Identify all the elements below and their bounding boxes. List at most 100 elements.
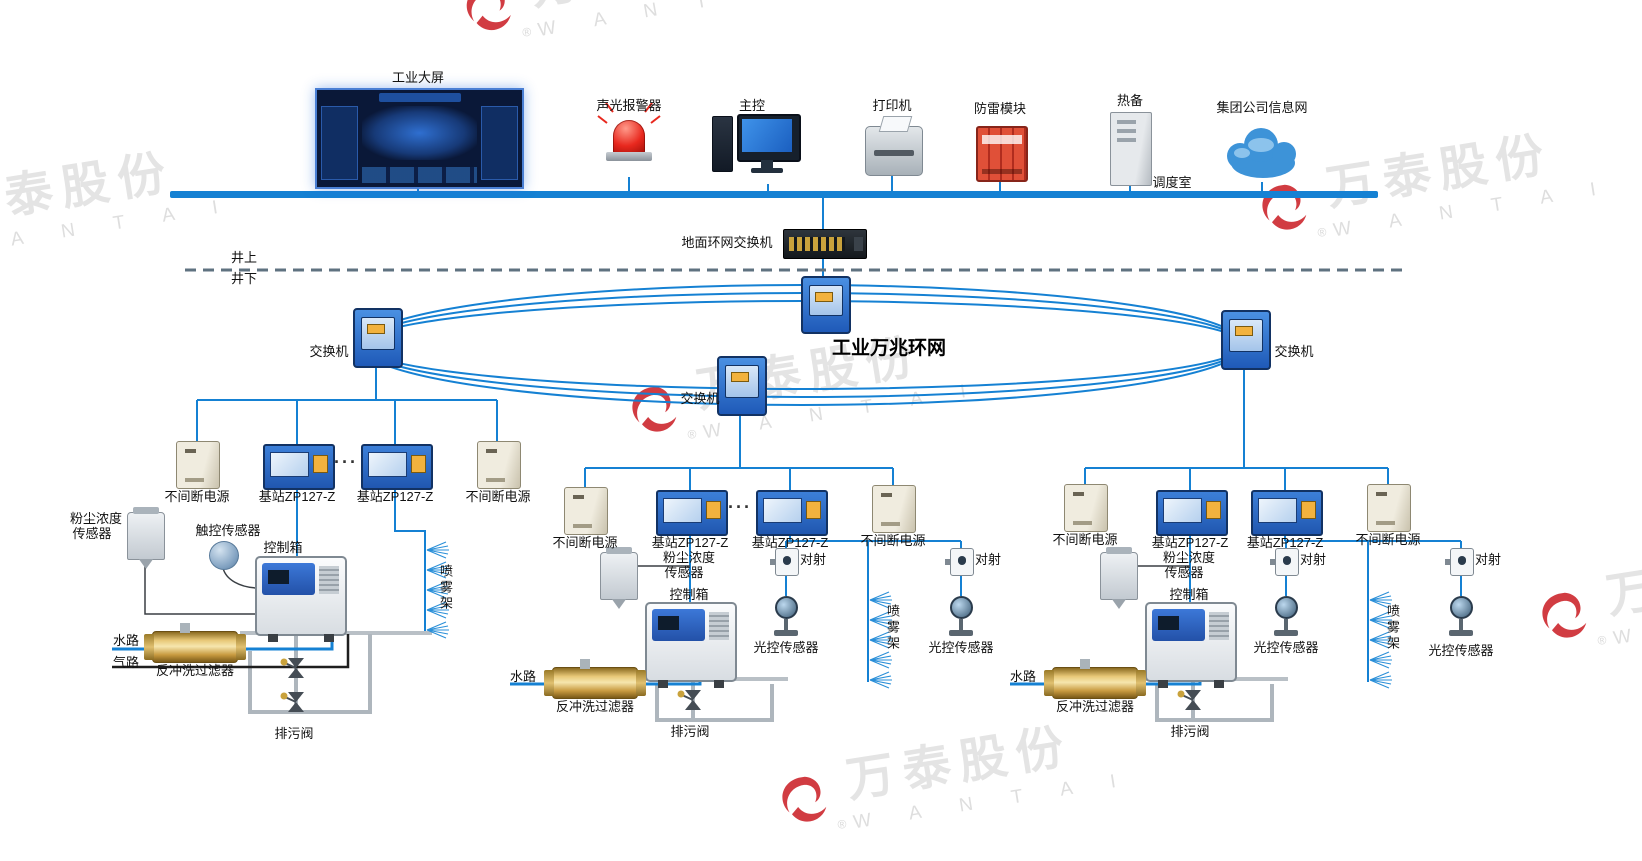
touch-sensor-left (209, 541, 239, 570)
screen-right-panel (481, 106, 518, 181)
screen-world-map (362, 105, 477, 160)
light-control-sensor-right-1 (1270, 596, 1302, 638)
base-station-center-2 (756, 490, 828, 536)
above-ground-label: 井上 (230, 250, 258, 265)
drain-valve-label: 排污阀 (1170, 724, 1210, 739)
control-grill (1209, 611, 1229, 641)
sensor-cables (144, 558, 1190, 615)
control-box-label: 控制箱 (1169, 587, 1209, 602)
alarm-rays (597, 102, 661, 124)
ups-right-2 (1367, 484, 1411, 532)
screen-left-panel (321, 106, 358, 181)
photo-pole (959, 619, 963, 630)
light-control-sensor-right-2 (1445, 596, 1477, 638)
ring-top-switch (801, 276, 851, 334)
screen-header-bar (378, 93, 461, 102)
group-cloud-network (1213, 118, 1313, 184)
ring-left-switch (353, 308, 403, 368)
beam-sensor-label: 对射 (1474, 552, 1502, 567)
base-station-right-2 (1251, 490, 1323, 536)
base-station-right-1 (1156, 490, 1228, 536)
filter-tee (179, 623, 190, 633)
photo-foot (949, 630, 973, 636)
water-line-label: 水路 (509, 669, 537, 684)
filter-label: 反冲洗过滤器 (555, 699, 635, 714)
center-subsystem-wires (584, 412, 962, 682)
ups-label: 不间断电源 (164, 489, 230, 504)
switch-label-center: 交换机 (680, 391, 720, 406)
control-grill (709, 611, 729, 641)
pc-monitor-icon (737, 114, 801, 162)
photo-foot (774, 630, 798, 636)
spray-rack-label: 喷雾架 (884, 604, 900, 652)
drain-valve-icon (676, 689, 702, 711)
ups-right-1 (1064, 484, 1108, 532)
control-grill (319, 565, 339, 595)
base-station-label: 基站ZP127-Z (751, 535, 829, 550)
hot-standby-label: 热备 (1116, 93, 1144, 108)
cloud-label: 集团公司信息网 (1216, 100, 1308, 115)
dispatch-room-label: 调度室 (1152, 175, 1192, 190)
beam-sensor-label: 对射 (974, 552, 1002, 567)
drain-valve-label: 排污阀 (274, 726, 314, 741)
photo-head-icon (774, 596, 798, 619)
photo-pole (784, 619, 788, 630)
beam-sensor-label: 对射 (799, 552, 827, 567)
pc-screen (742, 119, 792, 152)
alarm-base (606, 152, 652, 161)
ups-center-2 (872, 485, 916, 533)
sound-light-alarm (606, 120, 652, 166)
water-line-label: 水路 (1009, 669, 1037, 684)
filter-tee (579, 659, 590, 669)
spray-rack-label: 喷雾架 (437, 564, 453, 612)
water-line-label: 水路 (112, 633, 140, 648)
ups-left-2 (477, 441, 521, 489)
backwash-filter-right (1044, 659, 1146, 699)
pc-base (751, 168, 783, 173)
gas-line-label: 气路 (112, 655, 140, 670)
drain-valve-icon (279, 691, 305, 713)
control-box-center (645, 602, 737, 688)
spray-rack-label: 喷雾架 (1384, 604, 1400, 652)
photo-pole (1459, 619, 1463, 630)
printer-device (865, 126, 923, 176)
control-screen (657, 616, 679, 630)
touch-sensor-label: 触控传感器 (195, 523, 261, 538)
control-box-right (1145, 602, 1237, 688)
alarm-dome-icon (613, 120, 645, 154)
dust-sensor-left (127, 507, 165, 560)
dust-sensor-label-line1: 粉尘浓度 (1162, 550, 1216, 565)
switch-label-left: 交换机 (309, 344, 349, 359)
ground-switch-label: 地面环网交换机 (681, 235, 773, 250)
ups-label: 不间断电源 (465, 489, 531, 504)
right-subsystem-wires (1084, 366, 1462, 682)
photo-head-icon (1274, 596, 1298, 619)
ups-label: 不间断电源 (1355, 532, 1421, 547)
backwash-filter-center (544, 659, 646, 699)
base-station-left-2 (361, 444, 433, 490)
through-beam-sensor-center-1 (770, 548, 799, 576)
alarm-label: 声光报警器 (596, 98, 662, 113)
dust-sensor-label-line2: 传感器 (72, 526, 112, 541)
photo-head-icon (1449, 596, 1473, 619)
big-screen-label: 工业大屏 (391, 70, 445, 85)
control-screen (1157, 616, 1179, 630)
ground-bus-line (170, 191, 1378, 198)
filter-label: 反冲洗过滤器 (1055, 699, 1135, 714)
photo-pole (1284, 619, 1288, 630)
light-sensor-label: 光控传感器 (753, 640, 819, 655)
ups-label: 不间断电源 (552, 535, 618, 550)
drain-valve-label: 排污阀 (670, 724, 710, 739)
base-station-label: 基站ZP127-Z (651, 535, 729, 550)
base-station-label: 基站ZP127-Z (1246, 535, 1324, 550)
beam-sensor-label: 对射 (1299, 552, 1327, 567)
photo-foot (1449, 630, 1473, 636)
switch-label-right: 交换机 (1274, 344, 1314, 359)
base-station-label: 基站ZP127-Z (258, 489, 336, 504)
light-sensor-label: 光控传感器 (1253, 640, 1319, 655)
control-box-label: 控制箱 (669, 587, 709, 602)
through-beam-sensor-right-1 (1270, 548, 1299, 576)
ring-right-switch (1221, 310, 1271, 370)
through-beam-sensor-right-2 (1445, 548, 1474, 576)
